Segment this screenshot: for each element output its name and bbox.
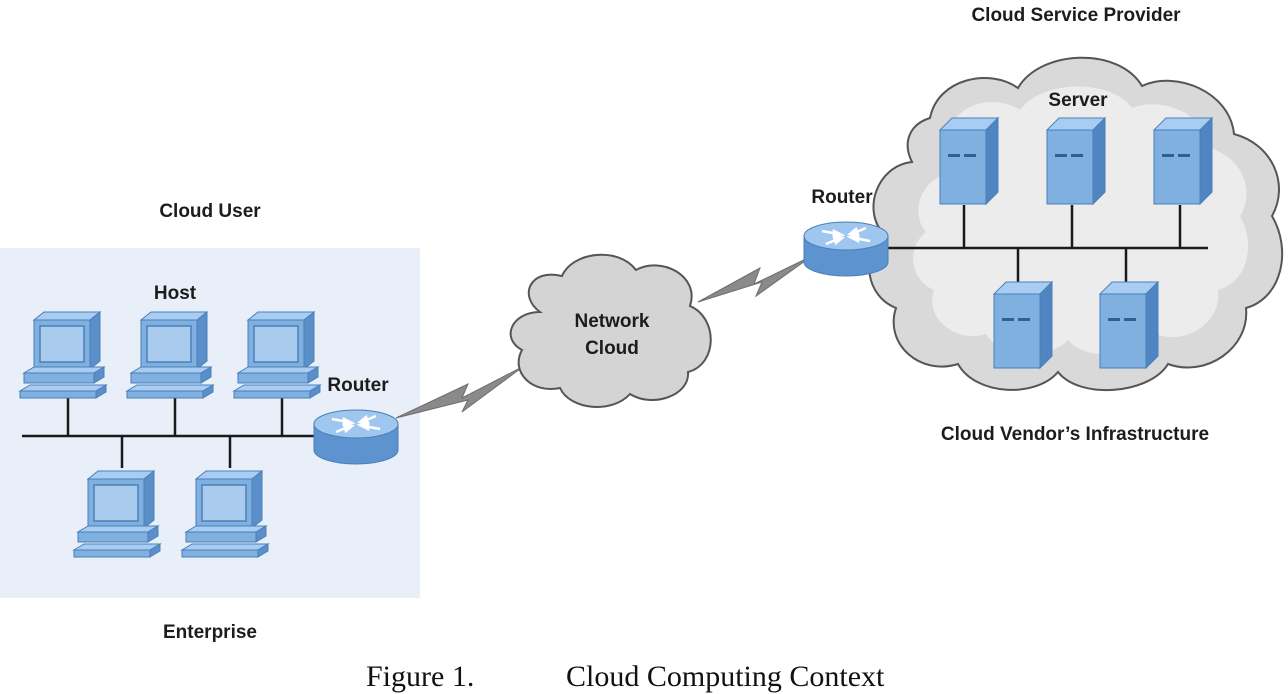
figure-number: Figure 1. <box>366 660 474 693</box>
cloud-user-label: Cloud User <box>159 201 261 222</box>
server-1-icon <box>939 117 999 205</box>
network-cloud-icon <box>509 253 712 408</box>
provider-router-icon <box>802 220 890 278</box>
network-cloud-label-line1: Network <box>575 311 650 332</box>
server-5-icon <box>1099 281 1159 369</box>
router-right-label: Router <box>811 187 873 208</box>
enterprise-router-icon <box>312 408 400 466</box>
figure-title: Cloud Computing Context <box>566 660 885 693</box>
server-label: Server <box>1048 90 1108 111</box>
enterprise-lan-bus <box>22 398 316 468</box>
server-2-icon <box>1046 117 1106 205</box>
cloud-vendor-infrastructure-label: Cloud Vendor’s Infrastructure <box>941 424 1209 445</box>
provider-lan-bus <box>884 205 1208 284</box>
host-label: Host <box>154 283 197 304</box>
cloud-service-provider-label: Cloud Service Provider <box>971 5 1181 26</box>
enterprise-label: Enterprise <box>163 622 257 643</box>
server-4-icon <box>993 281 1053 369</box>
server-3-icon <box>1153 117 1213 205</box>
wan-link-right <box>697 255 813 303</box>
network-cloud-label-line2: Cloud <box>585 338 639 359</box>
router-left-label: Router <box>327 375 389 396</box>
